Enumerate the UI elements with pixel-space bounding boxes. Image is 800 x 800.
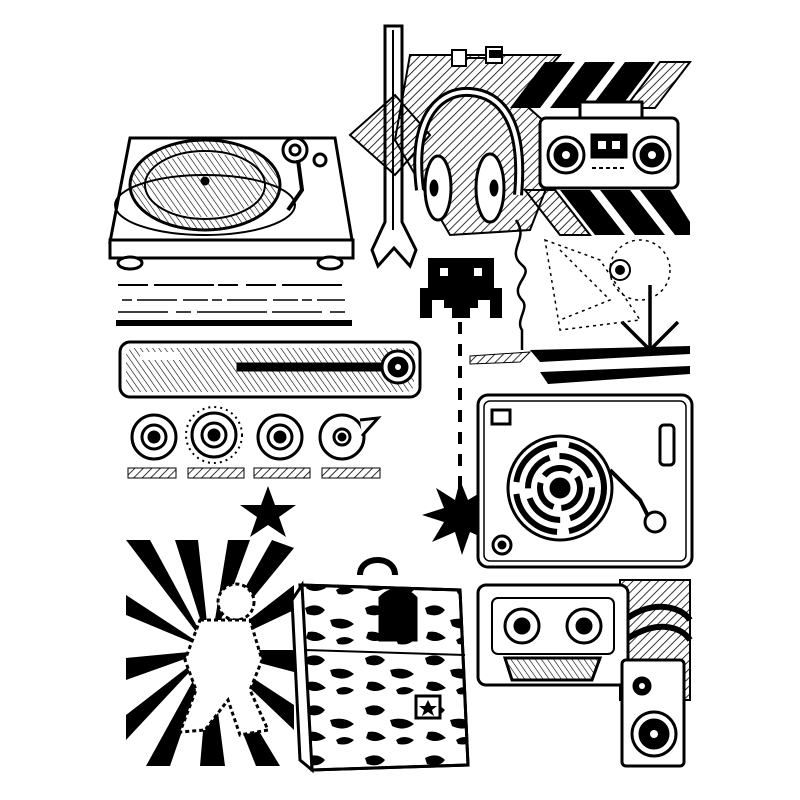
arrow-down-icon <box>620 285 680 353</box>
boombox-icon <box>538 100 680 190</box>
headphones-icon <box>413 86 527 350</box>
knob-row <box>130 406 382 464</box>
shelf-lines <box>116 284 352 326</box>
dancer-icon <box>126 540 294 766</box>
knob-icon <box>318 413 382 461</box>
knob-labels <box>127 467 381 479</box>
knob-icon <box>185 406 243 464</box>
swoosh-lines <box>469 346 690 384</box>
speaker-icon <box>620 658 686 768</box>
space-invader-icon <box>420 258 502 318</box>
turntable-icon <box>108 136 355 271</box>
cd-player-icon <box>476 393 694 569</box>
star-icon <box>240 486 296 537</box>
knob-icon <box>130 413 178 461</box>
record-icon-small <box>609 259 631 281</box>
dotted-arrows <box>544 238 671 331</box>
slider-icon <box>118 340 422 399</box>
record-case-icon <box>290 557 470 774</box>
plug-icon <box>451 46 503 67</box>
knob-icon <box>256 413 304 461</box>
